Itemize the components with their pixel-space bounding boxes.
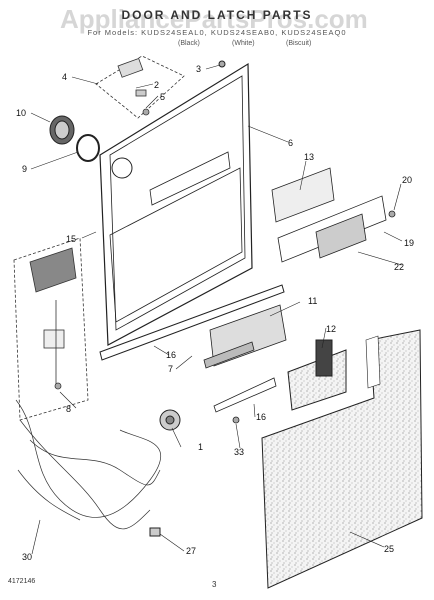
callout-20: 20 [402,175,412,185]
leader-lines [30,64,403,555]
model-list: For Models: KUDS24SEAL0, KUDS24SEAB0, KU… [87,28,347,37]
dispenser-group [13,237,89,421]
callout-4: 4 [62,72,67,82]
callout-labels: 1 2 3 4 5 6 7 8 9 10 11 12 13 15 16 16 1… [16,64,414,562]
color-label-white: (White) [232,40,255,47]
knob-part [159,409,181,431]
callout-19: 19 [404,238,414,248]
callout-2: 2 [154,80,159,90]
callout-6: 6 [288,138,293,148]
connector-part [149,527,161,537]
callout-25: 25 [384,544,394,554]
inner-door-panel [99,62,253,346]
latch-assembly [203,304,287,424]
control-panel-group [271,167,396,263]
handle-part [287,339,347,411]
callout-1: 1 [198,442,203,452]
callout-33: 33 [234,447,244,457]
callout-12: 12 [326,324,336,334]
callout-13: 13 [304,152,314,162]
callout-7: 7 [168,364,173,374]
callout-16-right: 16 [256,412,266,422]
screw-part [218,60,226,68]
color-label-biscuit: (Biscuit) [286,40,312,47]
callout-16-left: 16 [166,350,176,360]
callout-9: 9 [22,164,27,174]
callout-11: 11 [308,296,317,306]
wire-harness [15,399,162,530]
callout-22: 22 [394,262,404,272]
callout-8: 8 [66,404,71,414]
callout-10: 10 [16,108,26,118]
watermark: AppliancePartsPros.com [60,4,368,34]
color-label-black: (Black) [178,40,200,47]
callout-5: 5 [160,92,165,102]
callout-3: 3 [196,64,201,74]
insulation-blanket [261,329,423,589]
document-number: 4172146 [8,578,36,585]
diagram-title: DOOR AND LATCH PARTS [121,8,313,22]
callout-15: 15 [66,234,76,244]
vent-assembly [49,115,100,162]
callout-27: 27 [186,546,196,556]
hinge-bracket-group [95,55,185,119]
callout-30: 30 [22,552,32,562]
page-number: 3 [212,580,217,589]
door-trim-strip [99,284,285,361]
